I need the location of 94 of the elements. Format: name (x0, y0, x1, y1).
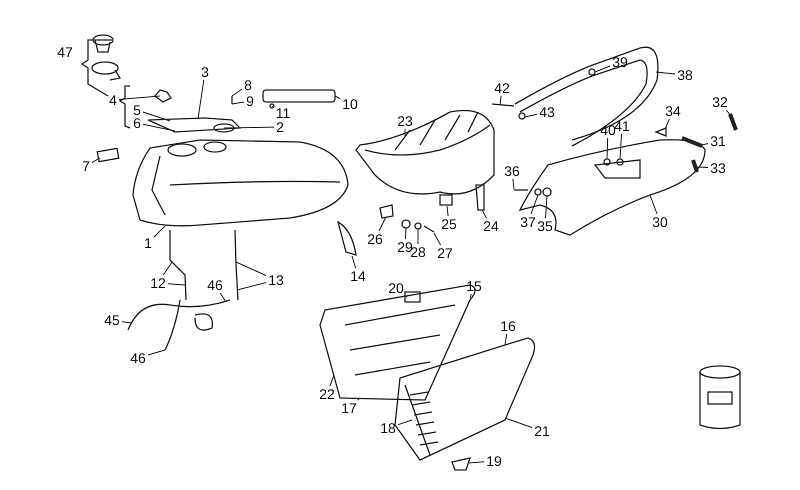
fuel-hose-drawing (127, 229, 239, 351)
leader-line (329, 374, 334, 386)
callout-number: 29 (397, 240, 413, 254)
callout-number: 25 (441, 217, 457, 231)
grab-rail-drawing (492, 46, 659, 147)
callout-number: 11 (276, 106, 290, 120)
leader-line (236, 282, 266, 290)
callout-number: 37 (520, 215, 536, 229)
leader-line (702, 143, 708, 146)
callout-number: 30 (652, 215, 668, 229)
leader-line (224, 126, 274, 128)
callout-number: 1 (144, 236, 152, 250)
leader-line (118, 96, 160, 100)
leader-line (504, 334, 508, 346)
callout-number: 27 (437, 246, 453, 260)
callout-number: 6 (133, 116, 141, 130)
leader-line (468, 461, 484, 464)
callout-number: 8 (244, 78, 252, 92)
callout-number: 5 (133, 103, 141, 117)
leader-line (620, 134, 622, 160)
callout-number: 43 (539, 105, 555, 119)
leader-line (220, 292, 226, 302)
callout-number: 45 (104, 313, 120, 327)
leader-line (352, 256, 356, 268)
leader-line (148, 350, 166, 356)
leader-line (482, 210, 487, 218)
leader-line (434, 232, 442, 246)
callout-number: 22 (319, 387, 335, 401)
callout-number: 3 (201, 65, 209, 79)
leader-line (142, 124, 176, 132)
callout-number: 33 (710, 161, 726, 175)
callout-number: 46 (130, 351, 146, 365)
callout-number: 19 (486, 454, 502, 468)
callout-number: 46 (207, 278, 223, 292)
leader-line (446, 206, 449, 216)
leader-line (398, 420, 412, 426)
callout-number: 35 (537, 219, 553, 233)
leader-line (512, 178, 514, 190)
leader-line (545, 196, 548, 218)
callout-number: 20 (388, 281, 404, 295)
callout-number: 2 (276, 120, 284, 134)
callout-number: 26 (367, 232, 383, 246)
callout-number: 17 (341, 401, 357, 415)
callout-number: 47 (57, 45, 73, 59)
leader-line (504, 418, 532, 428)
leader-line (594, 66, 610, 72)
callout-number: 14 (350, 269, 366, 283)
leader-line (272, 106, 274, 108)
leader-line (404, 128, 406, 138)
leader-line (656, 72, 676, 74)
leader-line (378, 216, 386, 232)
callout-number: 36 (504, 164, 520, 178)
leader-line (232, 88, 242, 96)
callout-number: 38 (677, 68, 693, 82)
leader-line (154, 226, 166, 238)
leader-line (357, 398, 360, 400)
callout-number: 13 (268, 273, 284, 287)
callout-number: 10 (342, 97, 358, 111)
leader-line (236, 262, 266, 276)
callout-number: 41 (614, 119, 630, 133)
leader-line (122, 321, 132, 324)
callout-number: 39 (612, 55, 628, 69)
leader-line (162, 262, 172, 276)
leader-line (606, 138, 608, 160)
callout-number: 24 (483, 219, 499, 233)
callout-number: 4 (109, 93, 117, 107)
leader-line (470, 294, 472, 298)
callout-number: 40 (600, 123, 616, 137)
callout-number: 18 (380, 421, 396, 435)
callout-number: 16 (500, 319, 516, 333)
leader-line (500, 96, 502, 106)
leader-line (232, 102, 244, 104)
leader-line (92, 158, 100, 164)
leader-line (168, 283, 186, 286)
callout-number: 21 (534, 424, 550, 438)
leader-line (726, 110, 732, 116)
callout-number: 12 (150, 276, 166, 290)
leader-line (650, 194, 658, 214)
leader-line (696, 166, 708, 168)
leader-line (334, 96, 340, 100)
leader-line (524, 114, 538, 118)
callout-number: 23 (397, 114, 413, 128)
leader-line (664, 118, 670, 130)
callout-number: 15 (466, 279, 482, 293)
leader-line (404, 228, 406, 240)
callout-number: 42 (494, 81, 510, 95)
leader-line (530, 194, 538, 214)
callout-number: 31 (710, 134, 726, 148)
callout-number: 34 (665, 104, 681, 118)
leader-line (198, 80, 204, 120)
callout-number: 7 (82, 159, 90, 173)
callout-number: 9 (246, 94, 254, 108)
callout-number: 32 (712, 95, 728, 109)
leader-line (142, 112, 170, 122)
